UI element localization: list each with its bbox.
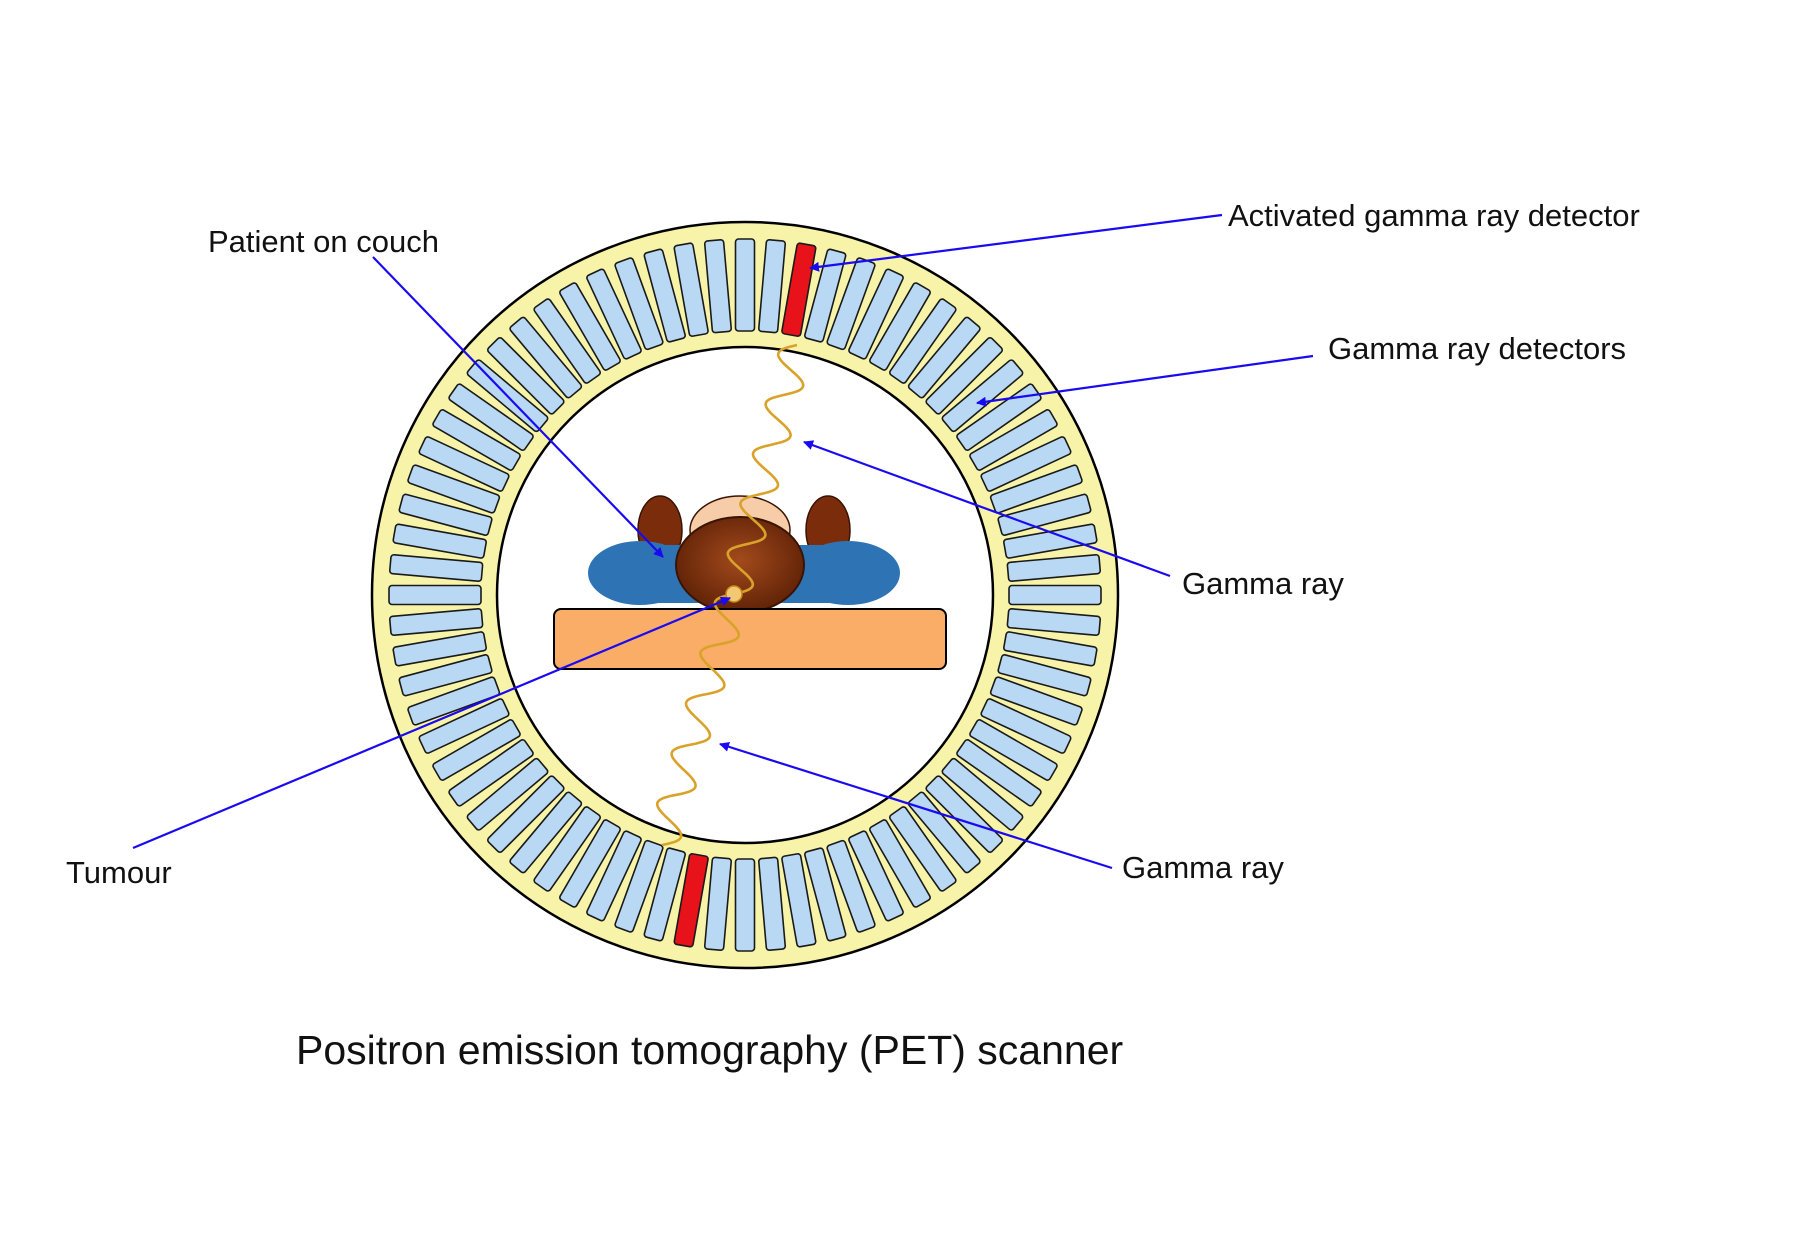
detector xyxy=(757,856,787,952)
detector xyxy=(826,839,876,933)
detector xyxy=(1008,584,1102,606)
pointer-activated-detector xyxy=(809,213,1223,272)
detector xyxy=(757,238,787,334)
pointer-tumour xyxy=(132,596,731,850)
detector xyxy=(407,464,501,514)
activated-detector xyxy=(781,242,817,337)
detector xyxy=(398,493,493,536)
detector xyxy=(533,298,601,384)
detector xyxy=(673,242,709,337)
detector xyxy=(509,316,583,399)
detector xyxy=(907,316,981,399)
detector xyxy=(407,676,501,726)
detector xyxy=(388,584,482,606)
pointer-lines xyxy=(132,213,1314,870)
detector xyxy=(614,257,664,351)
detector xyxy=(848,830,904,922)
detector xyxy=(559,819,621,908)
detector xyxy=(997,654,1092,697)
detector xyxy=(614,839,664,933)
detector xyxy=(969,409,1058,471)
detector xyxy=(734,238,756,332)
detector xyxy=(448,383,534,451)
detector xyxy=(734,858,756,952)
detector xyxy=(956,739,1042,807)
detector xyxy=(586,830,642,922)
detector xyxy=(925,775,1004,854)
detector xyxy=(486,336,565,415)
detector xyxy=(418,436,510,492)
detector xyxy=(432,409,521,471)
detector xyxy=(989,676,1083,726)
pointer-patient xyxy=(372,256,664,558)
label-patient-on-couch: Patient on couch xyxy=(208,224,439,259)
activated-detector xyxy=(673,853,709,948)
detector xyxy=(969,719,1058,781)
detector xyxy=(703,856,733,952)
detector xyxy=(533,806,601,892)
detector xyxy=(398,654,493,697)
diagram-caption: Positron emission tomography (PET) scann… xyxy=(296,1027,1123,1073)
detector xyxy=(586,268,642,360)
detector xyxy=(486,775,565,854)
detector xyxy=(925,336,1004,415)
patient xyxy=(588,495,900,614)
detector xyxy=(388,607,484,637)
detector xyxy=(941,757,1024,831)
detector xyxy=(980,436,1072,492)
detector xyxy=(941,359,1024,433)
pointer-gamma-ray-upper xyxy=(803,440,1171,578)
detector xyxy=(392,523,487,559)
gamma-ray-lower xyxy=(655,592,741,847)
pointer-detectors xyxy=(976,354,1314,407)
detector xyxy=(804,847,847,942)
label-activated-detector: Activated gamma ray detector xyxy=(1228,198,1640,233)
detector xyxy=(907,791,981,874)
detector xyxy=(1003,631,1098,667)
detector xyxy=(848,268,904,360)
label-gamma-ray-detectors: Gamma ray detectors xyxy=(1328,331,1626,366)
gamma-ray-upper xyxy=(726,343,805,596)
detector xyxy=(466,757,549,831)
label-gamma-ray-lower: Gamma ray xyxy=(1122,850,1284,885)
label-gamma-ray-upper: Gamma ray xyxy=(1182,566,1344,601)
detector xyxy=(509,791,583,874)
detector xyxy=(781,853,817,948)
detector xyxy=(889,806,957,892)
detector xyxy=(392,631,487,667)
detector xyxy=(448,739,534,807)
detector xyxy=(418,698,510,754)
detector xyxy=(804,248,847,343)
detector xyxy=(703,238,733,334)
detector xyxy=(869,819,931,908)
couch xyxy=(553,608,947,670)
detector xyxy=(997,493,1092,536)
detector xyxy=(869,282,931,371)
detector xyxy=(1006,607,1102,637)
detector xyxy=(980,698,1072,754)
detector xyxy=(643,847,686,942)
detector xyxy=(956,383,1042,451)
label-tumour: Tumour xyxy=(66,855,172,890)
detector xyxy=(388,553,484,583)
detector xyxy=(889,298,957,384)
detector xyxy=(989,464,1083,514)
gamma-ray-detectors xyxy=(388,238,1102,952)
detector xyxy=(432,719,521,781)
detector xyxy=(1006,553,1102,583)
detector xyxy=(559,282,621,371)
detector xyxy=(643,248,686,343)
pointer-gamma-ray-lower xyxy=(719,741,1113,870)
